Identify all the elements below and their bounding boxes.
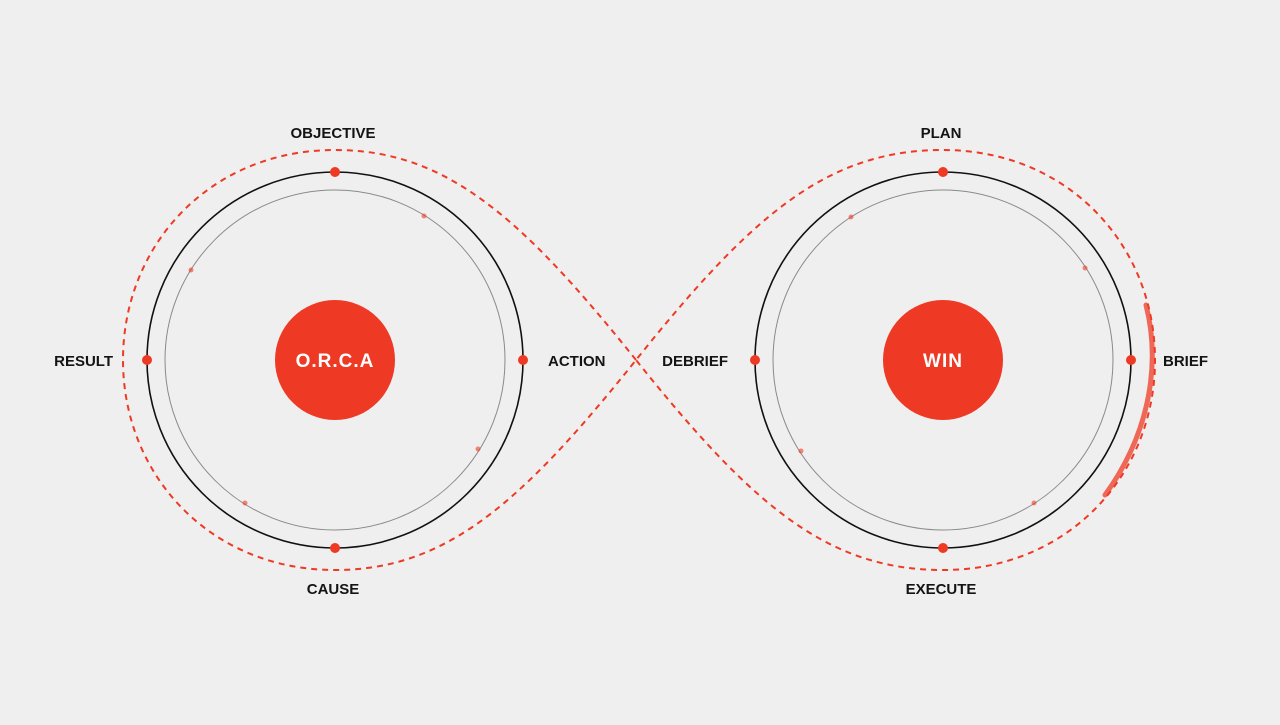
label-action: ACTION: [548, 353, 606, 370]
left-orbit-dot: [475, 446, 481, 452]
left-node-left: [142, 355, 152, 365]
label-result: RESULT: [54, 353, 113, 370]
label-debrief: DEBRIEF: [662, 353, 728, 370]
left-center-circle: [275, 300, 395, 420]
infinity-loop-path: [121, 148, 1157, 572]
left-orbit-dot: [188, 267, 194, 273]
right-center-label: WIN: [923, 351, 963, 372]
left-orbit-dot: [242, 500, 248, 506]
right-node-top: [938, 167, 948, 177]
right-cycle: WIN PLAN BRIEF EXECUTE DEBRIEF: [662, 125, 1208, 598]
right-inner-ring: [772, 189, 1114, 531]
right-center-circle: [883, 300, 1003, 420]
right-orbit-dot: [848, 214, 854, 220]
right-orbit-dot: [1031, 500, 1037, 506]
right-orbit-dot: [798, 448, 804, 454]
left-node-right: [518, 355, 528, 365]
label-execute: EXECUTE: [906, 581, 977, 598]
progress-highlight-arc: [1102, 302, 1155, 498]
right-node-right: [1126, 355, 1136, 365]
label-objective: OBJECTIVE: [290, 125, 375, 142]
right-node-bottom: [938, 543, 948, 553]
left-cycle: O.R.C.A OBJECTIVE ACTION CAUSE RESULT: [54, 125, 605, 598]
right-orbit-dot: [1082, 265, 1088, 271]
label-plan: PLAN: [921, 125, 962, 142]
label-brief: BRIEF: [1163, 353, 1208, 370]
left-node-top: [330, 167, 340, 177]
left-center-label: O.R.C.A: [296, 351, 375, 372]
right-node-left: [750, 355, 760, 365]
left-inner-ring: [164, 189, 506, 531]
label-cause: CAUSE: [307, 581, 360, 598]
left-node-bottom: [330, 543, 340, 553]
left-orbit-dot: [421, 213, 427, 219]
